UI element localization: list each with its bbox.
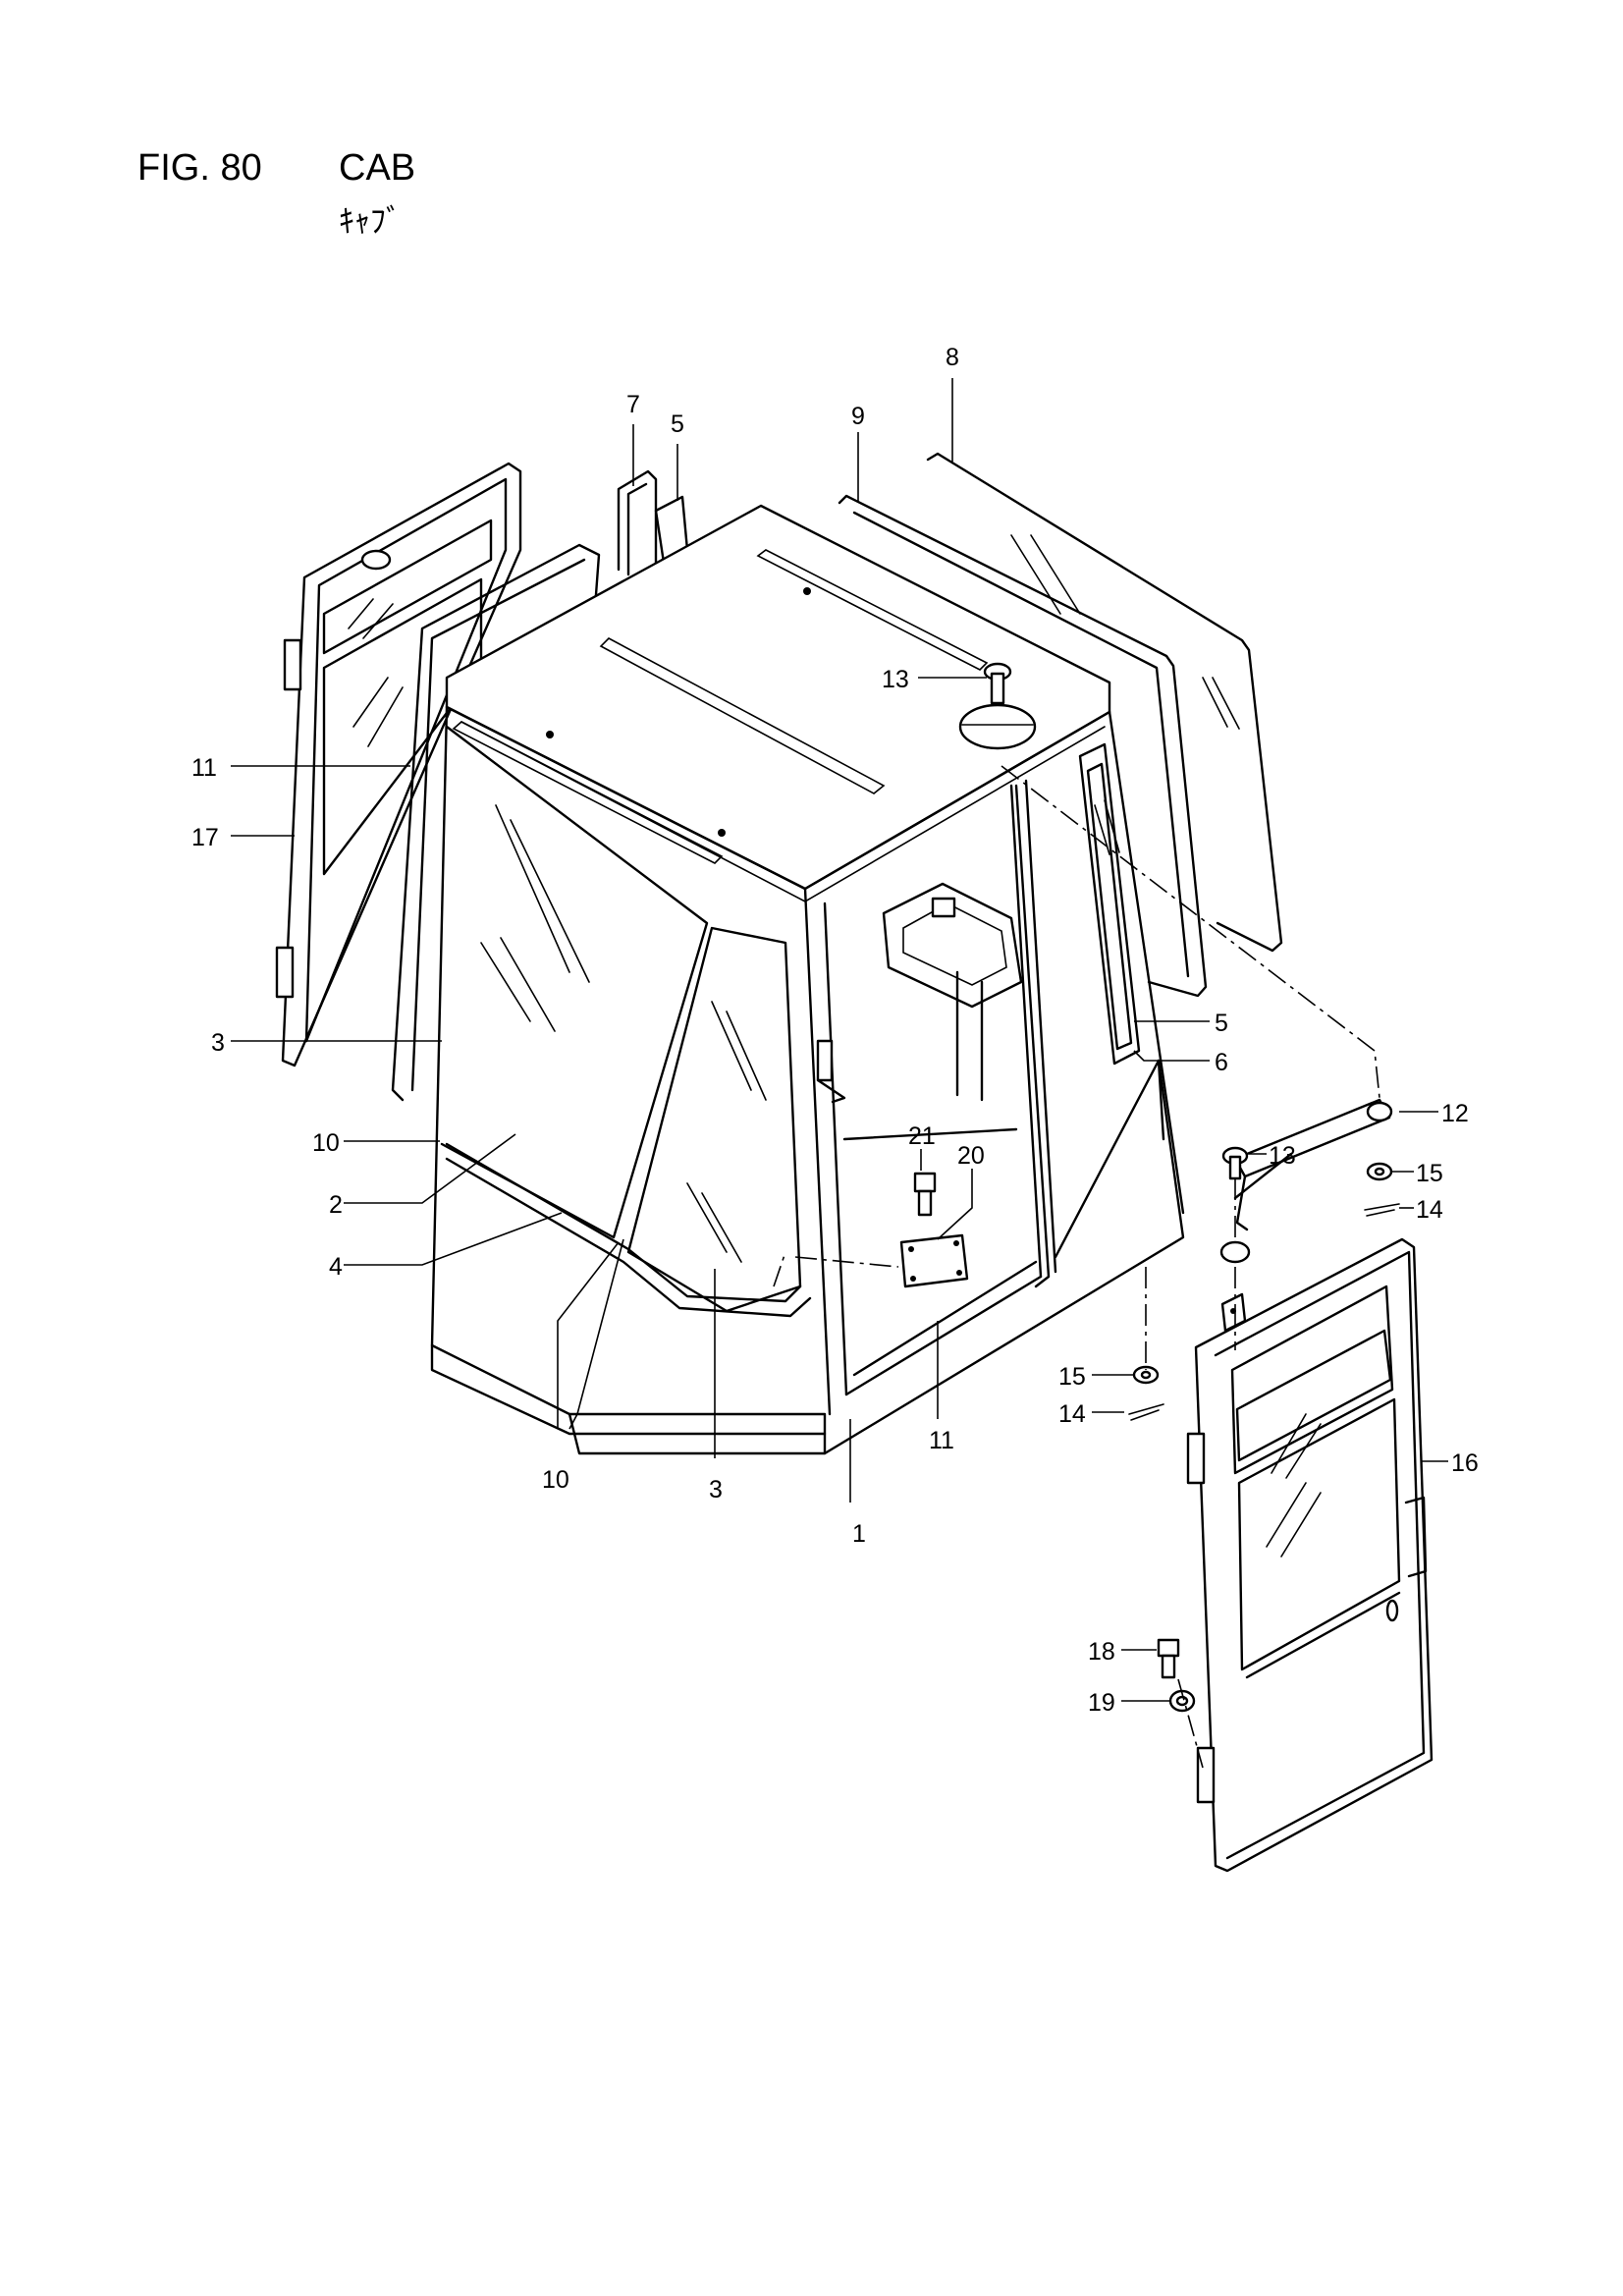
callout-13-stay: 13 [1269, 1142, 1296, 1170]
callout-3-left: 3 [211, 1029, 225, 1057]
cab-body [430, 504, 1185, 1455]
callout-14-lower: 14 [1058, 1400, 1086, 1428]
callout-18: 18 [1088, 1638, 1115, 1666]
callout-21: 21 [908, 1122, 936, 1150]
callout-11-left: 11 [191, 754, 217, 782]
figure-title-japanese: ｷｬﾌﾞ [339, 202, 403, 240]
callout-4: 4 [329, 1253, 343, 1281]
callout-2: 2 [329, 1191, 343, 1219]
callout-15-upper: 15 [1416, 1160, 1443, 1187]
callout-10-left: 10 [312, 1129, 340, 1157]
plate-20 [899, 1233, 969, 1288]
callout-11-bottom: 11 [929, 1427, 954, 1454]
gas-stay-12 [1219, 1098, 1393, 1264]
callout-15-lower: 15 [1058, 1363, 1086, 1391]
callout-14-upper: 14 [1416, 1196, 1443, 1224]
front-lower-glass-3 [626, 926, 802, 1313]
right-seal-11 [1014, 784, 1051, 1288]
split-pin-14-upper [1364, 1203, 1400, 1217]
washer-15-upper [1366, 1162, 1393, 1181]
rear-glass-8 [926, 452, 1283, 953]
bolt-18 [1157, 1638, 1180, 1679]
right-side-glass-5-and-seal-6 [1078, 742, 1141, 1066]
roof-pin-13 [983, 662, 1012, 705]
callout-13-roof: 13 [882, 666, 909, 693]
callout-19: 19 [1088, 1689, 1115, 1717]
assembly-lines [773, 765, 1380, 1769]
callout-8: 8 [946, 344, 959, 371]
rear-window-seal-9 [838, 494, 1208, 998]
callout-1: 1 [852, 1520, 866, 1548]
callout-9: 9 [851, 403, 865, 430]
bolt-21 [913, 1172, 937, 1217]
callout-3-bottom: 3 [709, 1476, 723, 1503]
callout-17: 17 [191, 824, 219, 851]
left-side-seal-frame [391, 543, 601, 1102]
callout-7: 7 [626, 391, 640, 418]
callout-5-top: 5 [671, 410, 684, 438]
pin-13-lower [1221, 1146, 1249, 1180]
callout-6: 6 [1215, 1049, 1228, 1076]
figure-number: FIG. 80 [137, 147, 262, 189]
split-pin-14-lower [1128, 1403, 1164, 1421]
callout-12: 12 [1441, 1100, 1469, 1127]
left-rear-window-frame [275, 462, 522, 1067]
figure-title: CAB [339, 147, 416, 189]
callout-16: 16 [1451, 1449, 1479, 1477]
callout-20: 20 [957, 1142, 985, 1170]
callout-labels: 1 2 3 3 4 5 5 6 7 8 9 10 10 11 11 12 13 … [191, 344, 1479, 1717]
callout-5-right: 5 [1215, 1010, 1228, 1037]
leader-lines [231, 378, 1448, 1702]
door-16 [1186, 1237, 1434, 1873]
callout-10-bottom: 10 [542, 1466, 569, 1494]
front-glass-seal-4 [445, 1142, 812, 1318]
